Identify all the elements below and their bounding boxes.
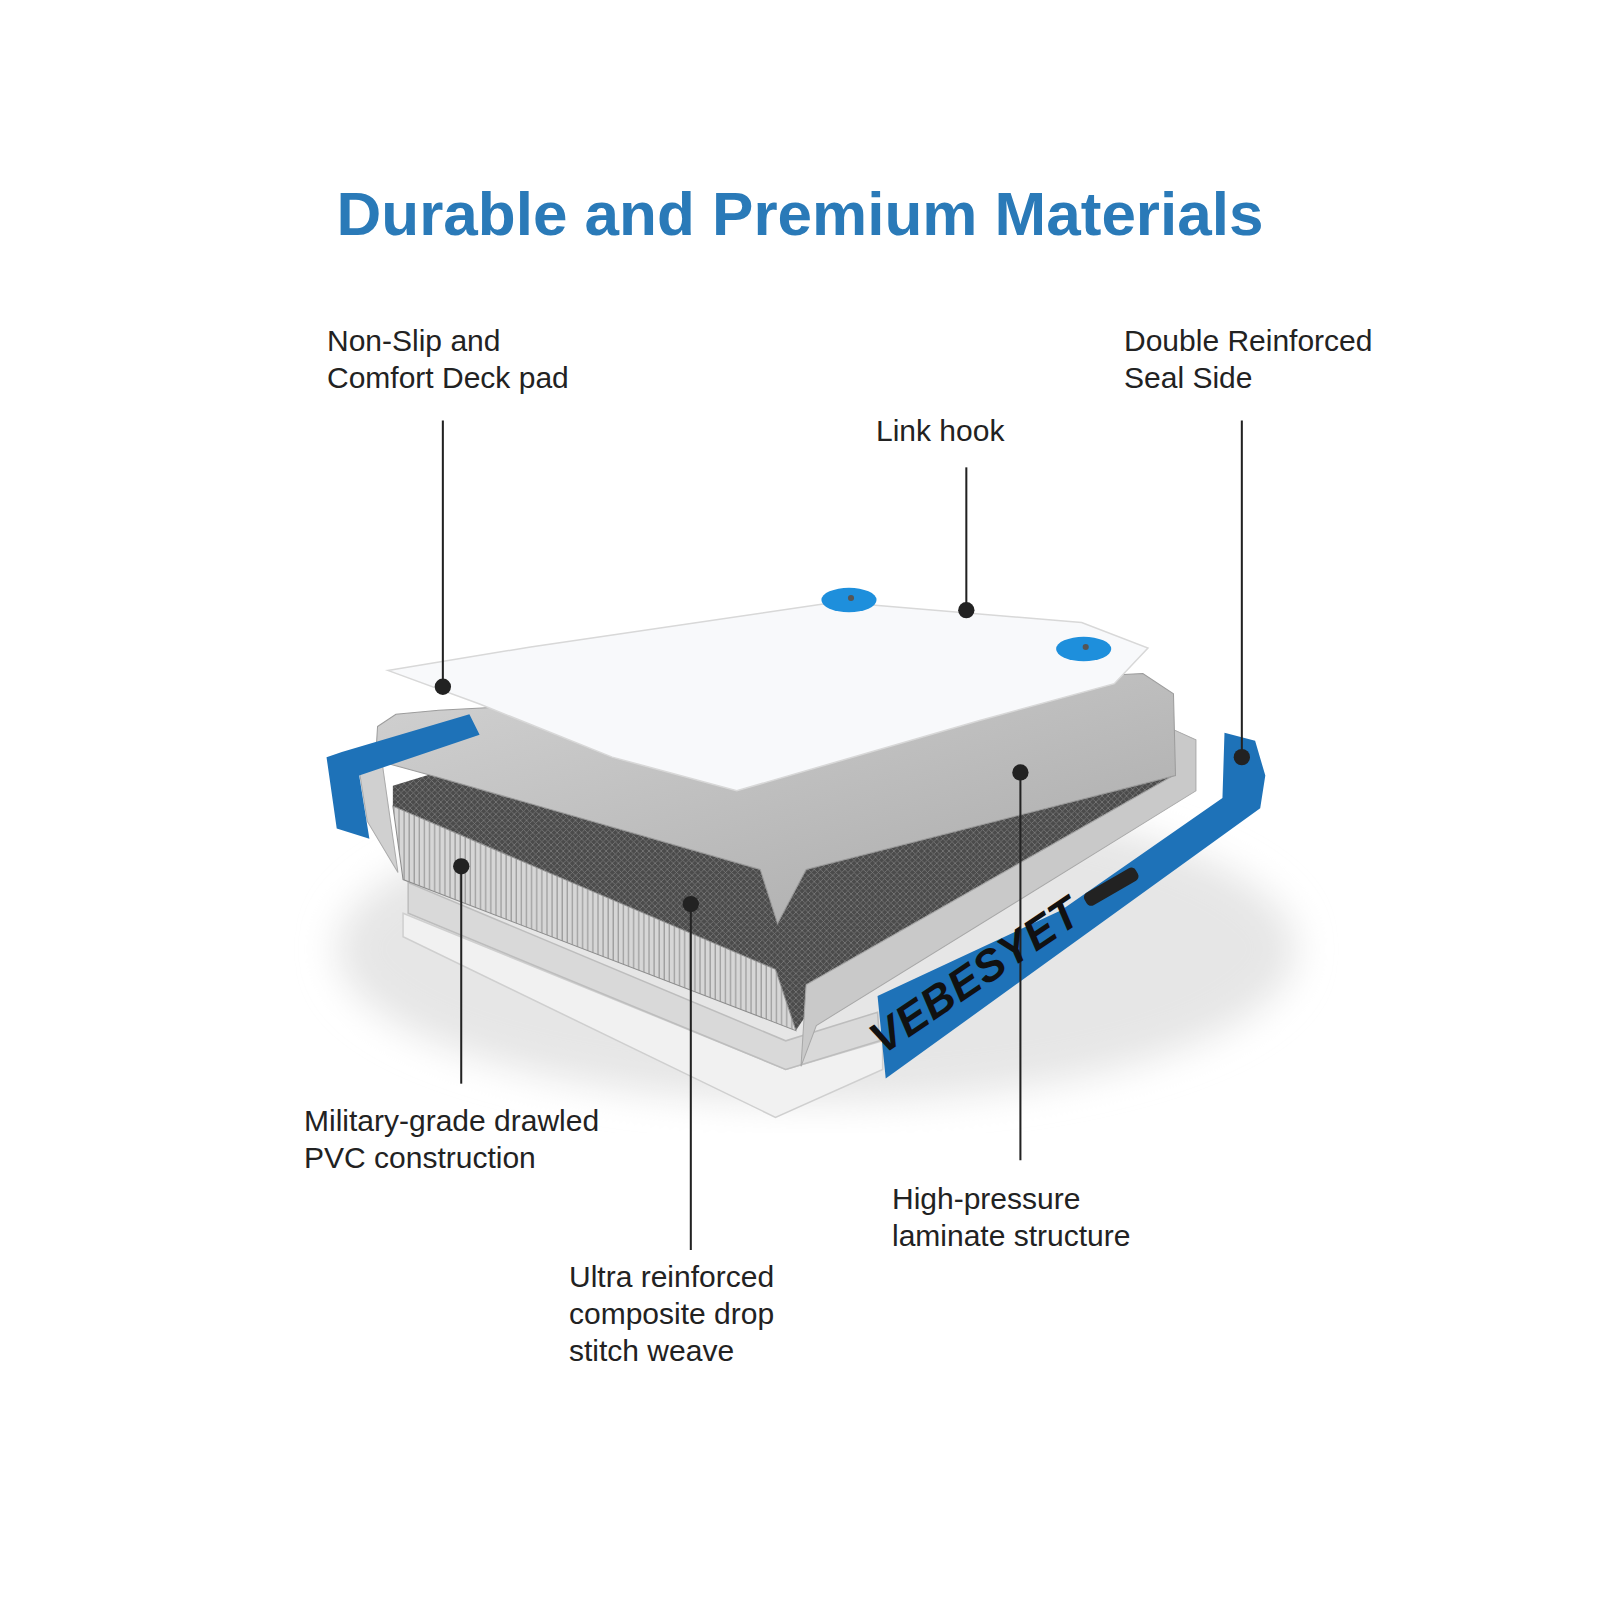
callout-label: Link hook — [876, 412, 1096, 449]
title-heading: Durable and Premium Materials — [0, 178, 1600, 250]
callout-label: Military-grade drawled PVC construction — [304, 1102, 654, 1176]
callout-label: Double Reinforced Seal Side — [1124, 322, 1424, 396]
callout-label: Ultra reinforced composite drop stitch w… — [569, 1258, 814, 1369]
callout-label: Non-Slip and Comfort Deck pad — [327, 322, 595, 396]
callout-label: High-pressure laminate structure — [892, 1180, 1154, 1254]
